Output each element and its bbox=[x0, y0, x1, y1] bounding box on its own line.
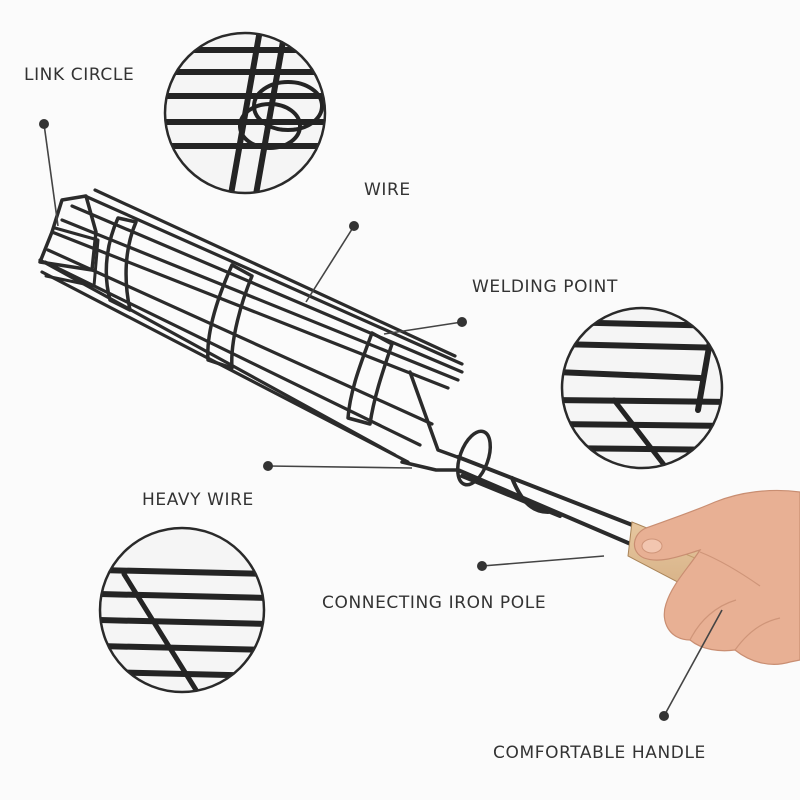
basket-wires bbox=[38, 188, 464, 464]
basket-ring-2 bbox=[206, 263, 254, 370]
basket-end-frame bbox=[38, 194, 98, 272]
label-link-circle: LINK CIRCLE bbox=[24, 65, 135, 85]
label-welding-point: WELDING POINT bbox=[472, 277, 618, 297]
grill-basket bbox=[38, 188, 642, 550]
basket-ring-3 bbox=[346, 331, 394, 426]
leader-welding-point bbox=[383, 317, 467, 335]
detail-circle-weld bbox=[560, 306, 724, 470]
basket-ring-1 bbox=[104, 216, 138, 312]
neck-link-ring bbox=[455, 429, 493, 487]
label-connecting-iron-pole: CONNECTING IRON POLE bbox=[322, 593, 547, 613]
leader-wire bbox=[305, 221, 359, 303]
connecting-pole bbox=[456, 455, 642, 550]
leader-link-circle bbox=[39, 119, 59, 227]
hand bbox=[633, 489, 800, 665]
detail-circle-link bbox=[163, 31, 327, 195]
leader-handle bbox=[659, 609, 723, 721]
leader-lines bbox=[39, 119, 723, 721]
leader-heavy-wire bbox=[263, 461, 413, 471]
label-heavy-wire: HEAVY WIRE bbox=[142, 490, 254, 510]
detail-circle-heavy-wire bbox=[98, 526, 266, 694]
label-wire: WIRE bbox=[364, 180, 411, 200]
label-comfortable-handle: COMFORTABLE HANDLE bbox=[493, 743, 706, 763]
leader-connecting-pole bbox=[477, 555, 605, 571]
